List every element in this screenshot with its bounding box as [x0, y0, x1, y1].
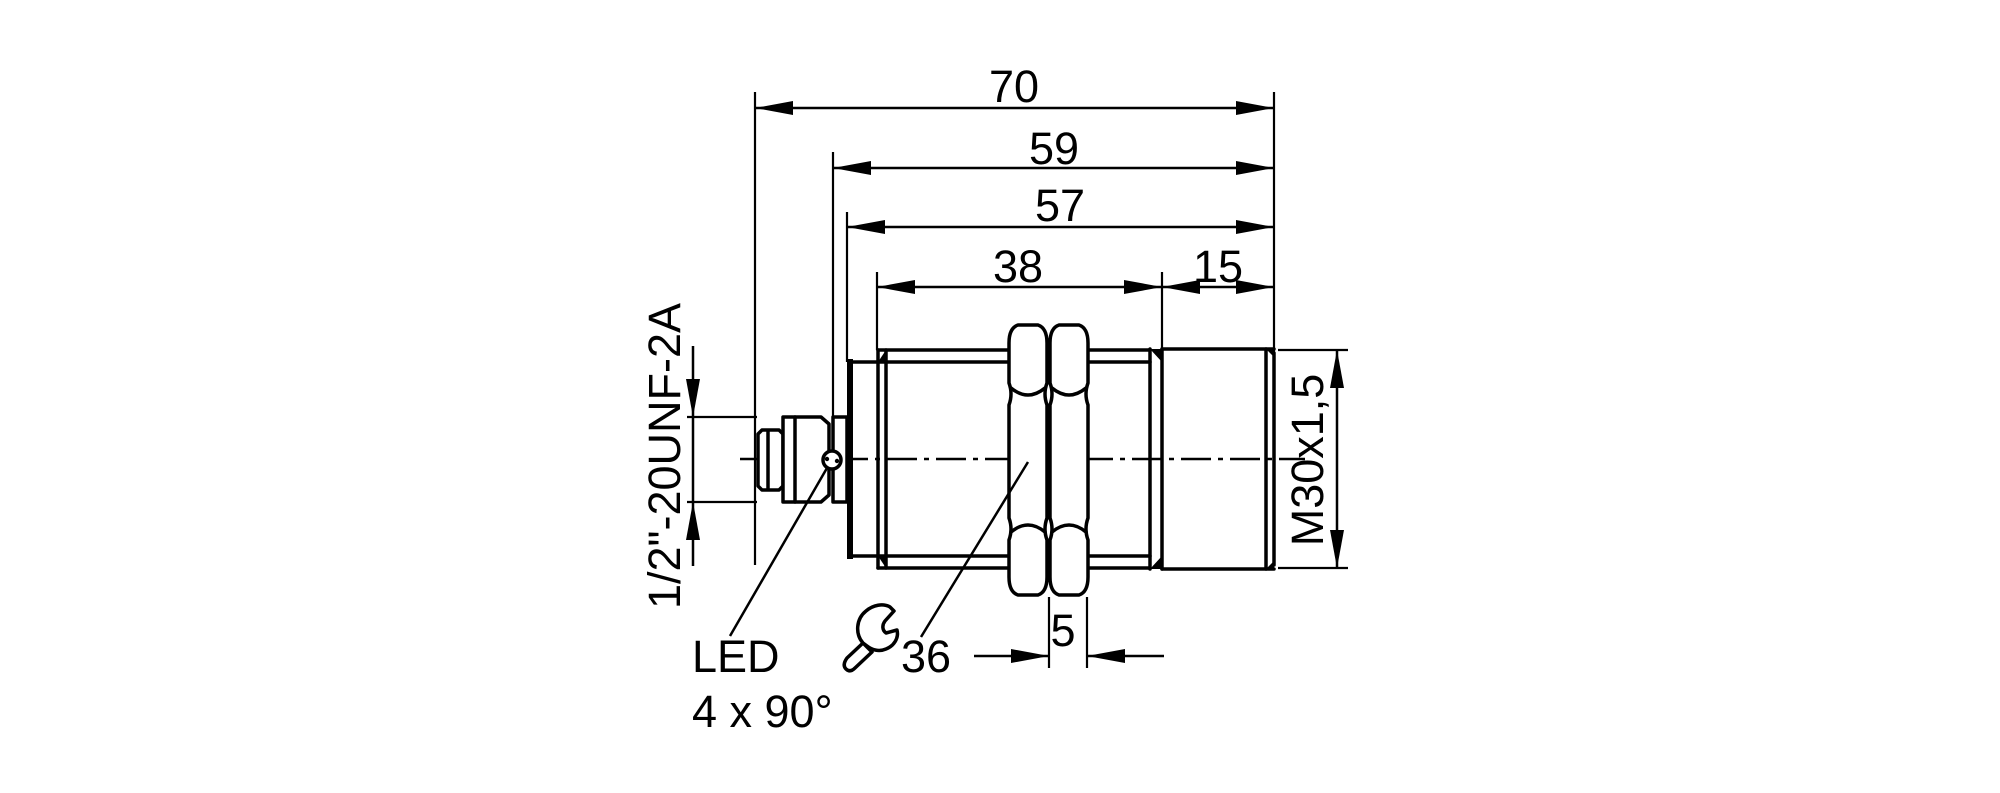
connector-thread-dimension [686, 346, 757, 566]
dim-15-arrow-left [1162, 280, 1200, 294]
dim-38-label: 38 [993, 241, 1043, 292]
m30-thread-dimension [1278, 348, 1348, 570]
dim-unf-arrow-top [686, 379, 700, 417]
dim-59-arrow-left [833, 161, 871, 175]
dim-5-arrow-right [1087, 649, 1125, 663]
horizontal-dimensions [753, 92, 1276, 565]
dim-57-arrow-left [847, 220, 885, 234]
wrench-annotation [842, 461, 1030, 673]
led-dot-detail-right [834, 458, 840, 464]
dim-70-arrow-right [1236, 101, 1274, 115]
dim-38-arrow-left [877, 280, 915, 294]
dim-57-label: 57 [1035, 180, 1085, 231]
dim-5-arrow-left [1011, 649, 1049, 663]
hex-nut-lobe-left [1007, 323, 1049, 597]
led-indicator-dot [821, 449, 843, 471]
thread-spec-right-label: M30x1,5 [1282, 374, 1333, 547]
dim-38-arrow-right [1124, 280, 1162, 294]
led-label: LED [692, 631, 780, 682]
dim-59-label: 59 [1029, 123, 1079, 174]
connector-tip [756, 428, 785, 492]
nut-thickness-dimension [974, 597, 1164, 668]
dim-m30-arrow-bottom [1330, 530, 1344, 568]
dim-57-arrow-right [1236, 220, 1274, 234]
wrench-size-label: 36 [901, 631, 951, 682]
dim-m30-arrow-top [1330, 350, 1344, 388]
right-face-chamfer-bottom [1266, 561, 1274, 569]
dim-15-arrow-right [1236, 280, 1274, 294]
dim-70-arrow-left [755, 101, 793, 115]
thread-step-chamfer-bottom [1150, 556, 1162, 569]
thread-spec-left-label: 1/2"-20UNF-2A [639, 303, 690, 609]
led-leader-line [728, 467, 829, 637]
led-dot-detail-left [824, 456, 830, 462]
thread-step-chamfer-top [1150, 349, 1162, 362]
hex-nut-lobe-left-chamfer-arcs [1009, 386, 1047, 534]
dim-5-label: 5 [1050, 605, 1075, 656]
labels: 70 59 57 38 15 5 36 LED 4 x 90° M30x1,5 … [639, 61, 1333, 737]
hex-nut-lobe-right [1048, 323, 1090, 597]
wrench-handle [842, 641, 874, 673]
led-pattern-label: 4 x 90° [692, 686, 833, 737]
body-left-step-chamfer-top [878, 350, 886, 362]
led-indicator [728, 449, 843, 637]
wrench-leader-line [919, 461, 1030, 638]
hex-nut [1007, 323, 1090, 597]
wrench-icon [842, 603, 900, 673]
dim-59-arrow-right [1236, 161, 1274, 175]
dim-overall-length-label: 70 [989, 61, 1039, 112]
dim-15-label: 15 [1193, 241, 1243, 292]
dim-unf-arrow-bottom [686, 502, 700, 540]
wrench-head [856, 603, 900, 653]
right-face-chamfer-top [1266, 349, 1274, 357]
hex-nut-lobe-right-chamfer-arcs [1050, 386, 1088, 534]
body-left-step-chamfer-bottom [878, 556, 886, 568]
